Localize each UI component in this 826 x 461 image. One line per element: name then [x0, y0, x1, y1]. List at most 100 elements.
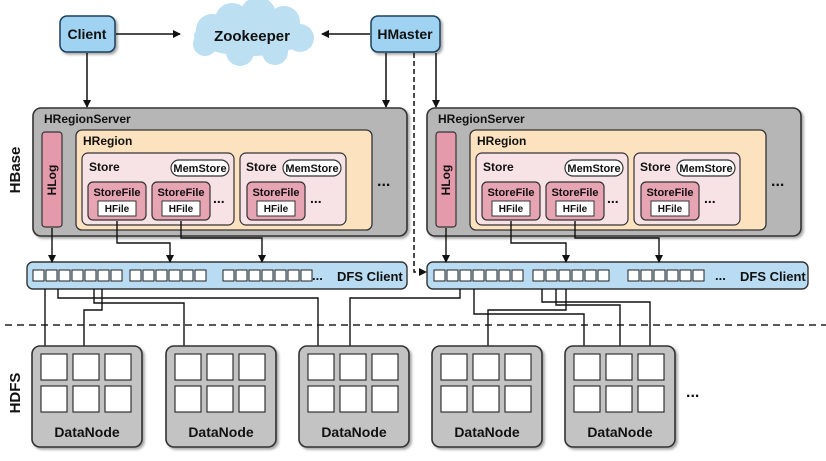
- datanode-block: [472, 353, 500, 381]
- region-server-1: HRegionServer HLog HRegion ... Store Mem…: [32, 107, 408, 237]
- client-node: [59, 15, 116, 53]
- store-b: Store MemStore StoreFile HFile ...: [633, 152, 741, 226]
- datanode: DataNode: [165, 345, 277, 448]
- datanode-block: [174, 385, 202, 413]
- hfile-label: HFile: [499, 204, 524, 215]
- dfs-block-cell: [679, 269, 692, 282]
- datanode-block: [307, 353, 335, 381]
- store-a: Store MemStore StoreFile HFile StoreFile…: [475, 152, 629, 226]
- storefile: StoreFile HFile: [481, 181, 541, 221]
- dfs-block-cell: [155, 269, 168, 282]
- hmaster-node: [370, 15, 441, 53]
- storefile: StoreFile HFile: [246, 181, 306, 221]
- hfile-label: HFile: [169, 204, 194, 215]
- dfs-block-cell: [142, 269, 155, 282]
- dfs-block-cell: [194, 269, 207, 282]
- dfs-block-cells: [433, 269, 705, 282]
- dfs-block-cell: [235, 269, 248, 282]
- dfs-block-cell: [446, 269, 459, 282]
- store-label: Store: [89, 160, 120, 174]
- datanode-label: DataNode: [188, 424, 254, 440]
- dfs-block-cells: [32, 269, 313, 282]
- storefile: StoreFile HFile: [545, 181, 605, 221]
- hbase-side-label: HBase: [7, 147, 24, 194]
- store-b: Store MemStore StoreFile HFile ...: [239, 152, 347, 226]
- dfs-block-cell: [627, 269, 640, 282]
- dfs-block-cell: [571, 269, 584, 282]
- hfile-label: HFile: [105, 204, 130, 215]
- store-label: Store: [246, 160, 277, 174]
- datanode-block: [504, 353, 532, 381]
- hfile-label: HFile: [563, 204, 588, 215]
- datanode-label: DataNode: [587, 424, 653, 440]
- dfs-block-cell: [261, 269, 274, 282]
- dfs-block-cell: [300, 269, 313, 282]
- storefile-ellipsis: ...: [310, 190, 322, 206]
- dfs-block-cell: [692, 269, 705, 282]
- region-server-label: HRegionServer: [438, 112, 525, 126]
- dfs-block-cell: [32, 269, 45, 282]
- dfs-block-cell: [181, 269, 194, 282]
- dfs-block-cell: [274, 269, 287, 282]
- datanode: DataNode: [298, 345, 410, 448]
- dfs-block-cell: [168, 269, 181, 282]
- datanode-block: [339, 353, 367, 381]
- hfile-box: [97, 200, 137, 217]
- dfs-client-bar-1: ... DFS Client: [26, 261, 408, 290]
- datanode-block: [605, 385, 633, 413]
- dfs-client-bar-2: ... DFS Client: [426, 261, 809, 290]
- datanode-block: [371, 353, 399, 381]
- dfs-block-cell: [248, 269, 261, 282]
- datanode: DataNode: [31, 345, 143, 448]
- storefile: StoreFile HFile: [87, 181, 147, 221]
- zookeeper-label: Zookeeper: [214, 28, 290, 45]
- dfs-block-cell: [45, 269, 58, 282]
- storefile-label: StoreFile: [551, 187, 598, 199]
- dfs-block-cell: [597, 269, 610, 282]
- hdfs-side-label: HDFS: [7, 373, 24, 414]
- dfs-block-cell: [532, 269, 545, 282]
- datanode-block: [504, 385, 532, 413]
- datanode-block: [339, 385, 367, 413]
- region-server-label: HRegionServer: [44, 112, 131, 126]
- hfile-label: HFile: [264, 204, 289, 215]
- datanode-block: [573, 353, 601, 381]
- dfs-block-cell: [640, 269, 653, 282]
- dfs-block-cell: [71, 269, 84, 282]
- datanode-block: [72, 385, 100, 413]
- memstore-pill: [676, 159, 736, 177]
- hfile-label: HFile: [658, 204, 683, 215]
- memstore-pill: [564, 159, 624, 177]
- dfs-block-cell: [498, 269, 511, 282]
- memstore-label: MemStore: [285, 163, 338, 175]
- zookeeper-cloud: [193, 0, 314, 66]
- dfs-block-cell: [129, 269, 142, 282]
- dfs-block-cell: [110, 269, 123, 282]
- dfs-block-cell: [653, 269, 666, 282]
- datanode-block: [174, 353, 202, 381]
- datanode-block: [40, 353, 68, 381]
- dfs-block-cell: [472, 269, 485, 282]
- dfs-ellipsis: ...: [715, 268, 726, 283]
- dfs-block-cell: [433, 269, 446, 282]
- datanode-block: [573, 385, 601, 413]
- hregion-label: HRegion: [477, 134, 526, 148]
- hlog-label: HLog: [439, 165, 453, 196]
- dfs-ellipsis: ...: [312, 268, 323, 283]
- hlog-box: [41, 131, 63, 228]
- datanode-block: [605, 353, 633, 381]
- hlog-label: HLog: [45, 165, 59, 196]
- storefile-label: StoreFile: [646, 187, 693, 199]
- datanode: DataNode: [431, 345, 543, 448]
- datanode-block: [104, 385, 132, 413]
- hfile-box: [650, 200, 690, 217]
- datanode-block: [40, 385, 68, 413]
- dfs-block-cell: [459, 269, 472, 282]
- region-ellipsis: ...: [771, 173, 784, 190]
- hfile-box: [491, 200, 531, 217]
- region-ellipsis: ...: [377, 173, 390, 190]
- datanode-block: [307, 385, 335, 413]
- dfs-block-cell: [584, 269, 597, 282]
